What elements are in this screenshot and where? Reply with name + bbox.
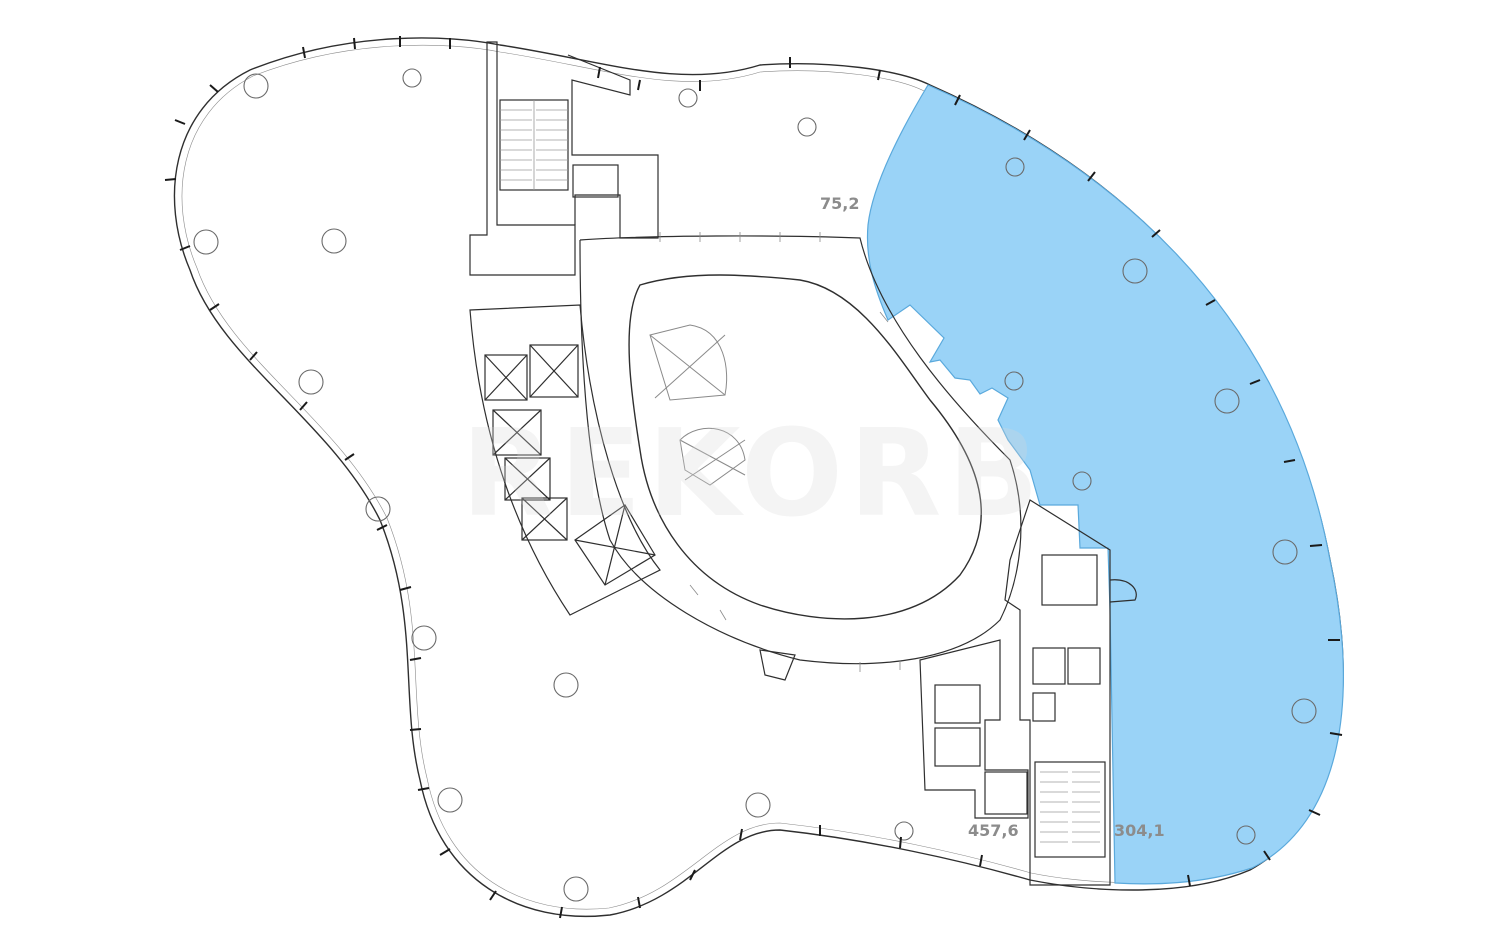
door-markers [659, 232, 901, 672]
south-stair-treads [1040, 771, 1100, 843]
elevator-bank [469, 304, 661, 616]
building-outline [173, 37, 1344, 917]
structural-columns [193, 68, 1317, 902]
area-label-small: 75,2 [820, 194, 860, 213]
skylight-1 [649, 324, 728, 401]
facade-mullions [164, 36, 1343, 919]
south-stair-core [1004, 499, 1137, 886]
north-stair-core [469, 41, 659, 276]
skylight-2 [679, 427, 746, 486]
highlighted-office-zone[interactable] [866, 84, 1344, 885]
north-stair-treads [500, 100, 568, 190]
area-label-highlighted: 304,1 [1114, 821, 1165, 840]
building-outline-inner [181, 44, 1336, 910]
area-label-large: 457,6 [968, 821, 1019, 840]
service-rooms [759, 639, 1029, 819]
atrium-void [628, 274, 982, 620]
corridor-ring [579, 235, 1022, 665]
